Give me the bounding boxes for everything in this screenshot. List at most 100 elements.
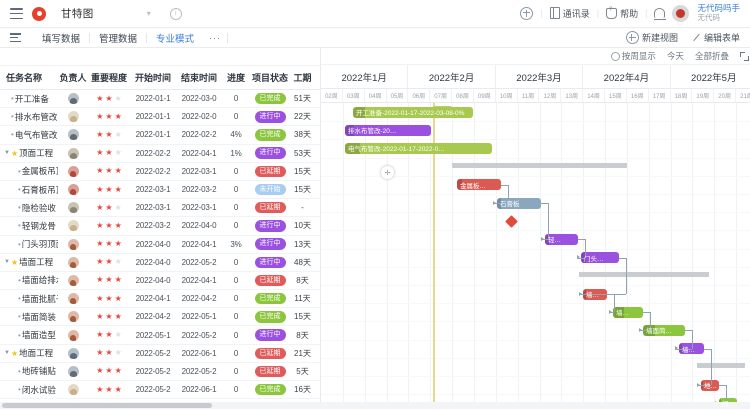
cell-priority[interactable]: ★★★ [88,90,130,107]
priority-star[interactable]: ★ [96,257,104,267]
priority-star[interactable]: ★ [114,366,122,376]
cell-owner[interactable] [58,199,88,216]
add-subtask-button[interactable]: + [315,108,320,125]
cell-end-date[interactable]: 2022-03-1 [181,203,217,213]
priority-star[interactable]: ★ [114,257,122,267]
cell-end-date[interactable]: 2022-03-2 [181,185,217,195]
column-header-progress[interactable]: 进度 [226,73,245,83]
priority-star[interactable]: ★ [96,275,104,285]
cell-progress[interactable]: 0 [233,94,239,104]
cell-start-date[interactable]: 2022-01-1 [135,94,171,104]
cell-owner[interactable] [58,363,88,380]
cell-owner[interactable] [58,381,88,398]
priority-star[interactable]: ★ [114,184,122,194]
priority-star[interactable]: ★ [96,129,104,139]
expand-caret-icon[interactable]: ▼ [4,150,10,157]
fullscreen-icon[interactable] [739,51,749,61]
cell-status[interactable]: 已延期 [250,163,290,180]
gantt-row[interactable] [321,176,750,195]
cell-owner[interactable] [58,163,88,180]
add-subtask-button[interactable]: + [315,236,320,253]
add-subtask-button[interactable]: + [315,308,320,325]
gantt-task-bar[interactable]: 开工准备-2022-01-17-2022-03-08-0% [353,106,473,118]
cell-status[interactable]: 已完成 [250,290,290,307]
cell-end-date[interactable]: 2022-03-0 [181,94,217,104]
cell-priority[interactable]: ★★★ [88,290,130,307]
cell-status[interactable]: 已延期 [250,345,290,362]
column-header-end[interactable]: 结束时间 [180,73,217,83]
brand-logo-icon[interactable] [32,6,46,21]
gantt-row[interactable] [321,340,750,359]
priority-star[interactable]: ★ [114,275,122,285]
gantt-task-bar[interactable]: 轻… [545,233,578,245]
cell-owner[interactable] [58,326,88,343]
today-button[interactable]: 今天 [666,51,684,61]
gantt-row[interactable] [321,121,750,141]
cell-priority[interactable]: ★★★ [88,181,130,198]
priority-star[interactable]: ★ [114,166,122,176]
gantt-task-bar[interactable]: 墙面简… [643,324,685,336]
cell-priority[interactable]: ★★★ [88,236,130,253]
cell-priority[interactable]: ★★★ [88,126,130,143]
cell-end-date[interactable]: 2022-04-2 [181,294,217,304]
add-subtask-button[interactable]: + [315,126,320,143]
scale-selector[interactable]: 按周显示 [610,50,656,62]
add-subtask-button[interactable]: + [315,345,320,362]
cell-end-date[interactable]: 2022-05-1 [181,312,217,322]
priority-star[interactable]: ★ [96,293,104,303]
cell-end-date[interactable]: 2022-04-1 [181,148,217,158]
gantt-task-bar[interactable]: 排水布管改-20… [345,124,431,136]
notifications-button[interactable] [653,8,666,21]
cell-owner[interactable] [58,108,88,125]
cell-task-name[interactable]: ▼•闭水试验 [0,381,58,398]
cell-status[interactable]: 已完成 [250,381,290,398]
cell-progress[interactable]: 4% [230,130,242,140]
gantt-row[interactable] [321,321,750,341]
gantt-task-bar[interactable]: 闭… [719,397,737,409]
priority-star[interactable]: ★ [96,166,104,176]
cell-priority[interactable]: ★★★ [88,272,130,289]
cell-status[interactable]: 已延期 [250,272,290,289]
priority-star[interactable]: ★ [114,129,122,139]
gantt-task-bar[interactable]: 墙… [613,306,643,318]
cell-status[interactable]: 进行中 [250,254,290,271]
priority-star[interactable]: ★ [114,384,122,394]
priority-star[interactable]: ★ [105,366,113,376]
cell-task-name[interactable]: ▼•门头羽顶面 [0,236,58,253]
cell-status[interactable]: 进行中 [250,108,290,125]
cell-progress[interactable]: 0 [233,330,239,340]
cell-status[interactable]: 进行中 [250,236,290,253]
expand-caret-icon[interactable]: ▼ [4,350,10,357]
cell-start-date[interactable]: 2022-04-0 [135,275,171,285]
cell-priority[interactable]: ★★★ [88,145,130,162]
priority-star[interactable]: ★ [114,220,122,230]
cell-status[interactable]: 已延期 [250,363,290,380]
cell-status[interactable]: 已完成 [250,90,290,107]
cell-owner[interactable] [58,254,88,271]
cell-owner[interactable] [58,90,88,107]
gantt-task-bar[interactable]: 金属板… [457,179,501,191]
gantt-row[interactable] [321,103,750,123]
cell-start-date[interactable]: 2022-01-1 [135,130,171,140]
priority-star[interactable]: ★ [96,239,104,249]
priority-star[interactable]: ★ [105,93,113,103]
cell-task-name[interactable]: ▼•电气布管改 [0,126,58,143]
collapse-all-button[interactable]: 全部折叠 [694,51,729,61]
add-subtask-button[interactable]: + [315,90,320,107]
cell-progress[interactable]: 0 [233,385,239,395]
gantt-row[interactable] [321,139,750,159]
new-view-button[interactable]: 新建视图 [625,31,678,44]
priority-star[interactable]: ★ [114,330,122,340]
cell-task-name[interactable]: ▼•墙面批腻子 [0,290,58,307]
cell-status[interactable]: 已完成 [250,308,290,325]
cell-priority[interactable]: ★★★ [88,345,130,362]
cell-owner[interactable] [58,308,88,325]
priority-star[interactable]: ★ [96,220,104,230]
priority-star[interactable]: ★ [105,239,113,249]
cell-task-name[interactable]: ▼•开工准备 [0,90,58,107]
cell-priority[interactable]: ★★★ [88,326,130,343]
